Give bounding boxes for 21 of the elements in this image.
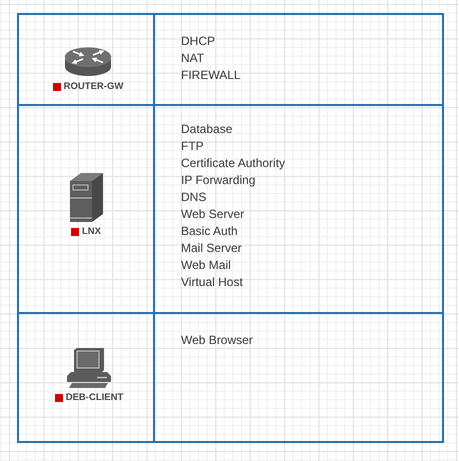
service-label: DNS — [181, 189, 206, 206]
table-cell — [153, 13, 444, 106]
service-label: FIREWALL — [181, 67, 241, 84]
device-label: ROUTER-GW — [64, 82, 124, 92]
table-cell — [17, 13, 155, 106]
service-label: Web Mail — [181, 257, 231, 274]
table-cell — [153, 312, 444, 443]
service-label: Web Server — [181, 206, 244, 223]
service-label: FTP — [181, 138, 204, 155]
device-label: LNX — [82, 227, 101, 237]
service-label: IP Forwarding — [181, 172, 256, 189]
table-cell — [17, 312, 155, 443]
service-label: Certificate Authority — [181, 155, 286, 172]
service-label: NAT — [181, 50, 204, 67]
service-label: Basic Auth — [181, 223, 238, 240]
service-label: Mail Server — [181, 240, 242, 257]
service-label: Database — [181, 121, 232, 138]
service-label: Virtual Host — [181, 274, 243, 291]
device-label: DEB-CLIENT — [66, 393, 124, 403]
service-label: DHCP — [181, 33, 216, 50]
service-label: Web Browser — [181, 332, 253, 349]
